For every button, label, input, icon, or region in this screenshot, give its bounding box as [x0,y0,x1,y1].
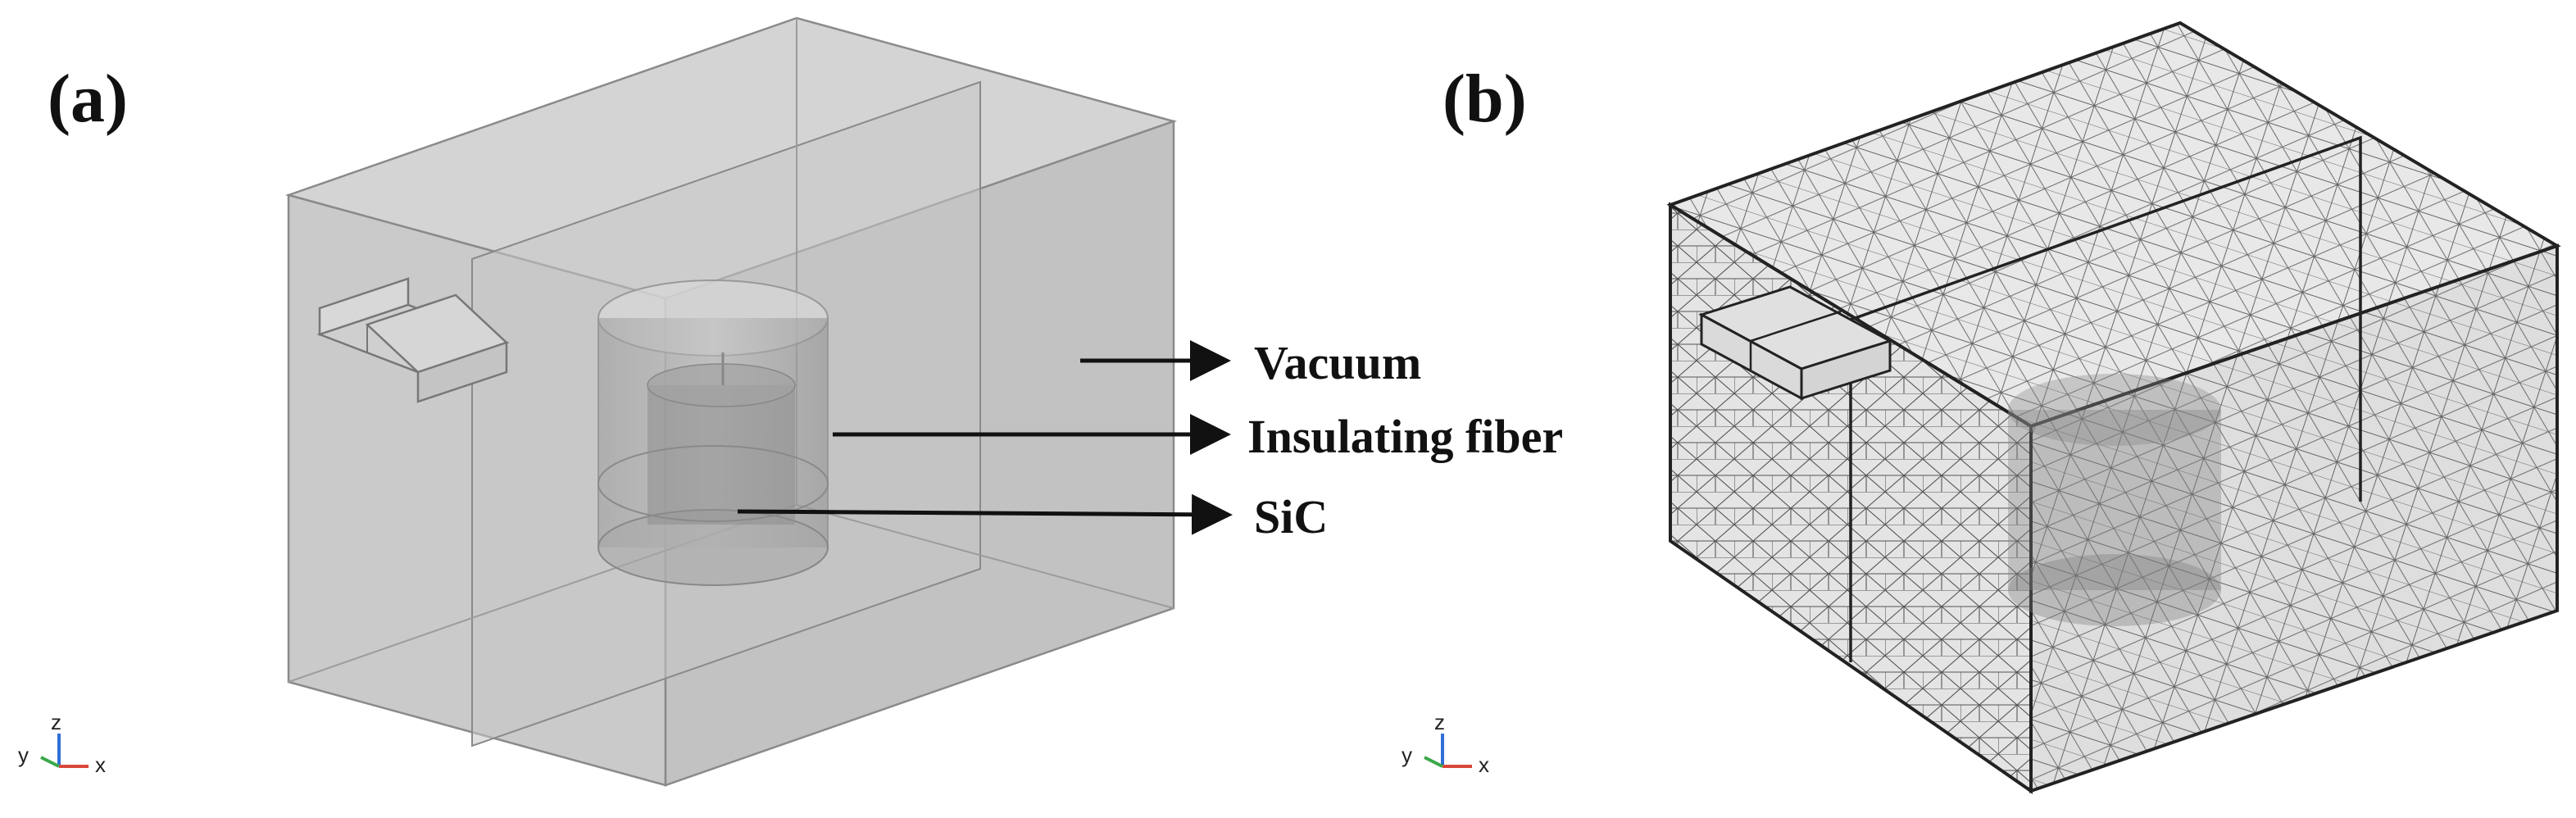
cylinder-assembly [597,279,829,586]
axis-z-label: z [51,710,61,734]
box-back-bottom-edge-2 [796,504,1174,609]
panel-b-label: (b) [1442,61,1527,137]
port-inlet [316,277,510,403]
axis-triad-b: z x y [1402,710,1489,777]
callout-sic: SiC [1254,490,1328,543]
axis-y-label: y [1402,743,1412,767]
mesh-cylinder-top [2008,374,2221,446]
axis-x-label: x [95,752,106,777]
axis-y-icon [40,756,60,768]
axis-y-label: y [18,743,29,767]
panel-b: (b) [1402,20,2561,794]
transparent-box-model [284,16,1178,787]
panel-a: (a) [18,16,1563,787]
mesh-cylinder-bottom [2008,554,2221,626]
callout-arrow-sic [737,493,1233,535]
mesh-partition-top [1850,135,2362,502]
callouts: Vacuum Insulating fiber SiC [737,336,1563,543]
mesh-port-inlet [1698,285,1893,401]
axis-x-label: x [1479,752,1489,777]
axis-y-icon [1424,756,1443,768]
panel-a-label: (a) [48,61,128,137]
meshed-box-model [1666,20,2561,794]
callout-vacuum: Vacuum [1254,336,1421,389]
mesh-cylinder-body [2008,410,2221,590]
axis-z-label: z [1434,710,1445,734]
sic-core [647,385,795,525]
callout-insulating-fiber: Insulating fiber [1247,410,1563,463]
axis-triad-a: z x y [18,710,106,777]
